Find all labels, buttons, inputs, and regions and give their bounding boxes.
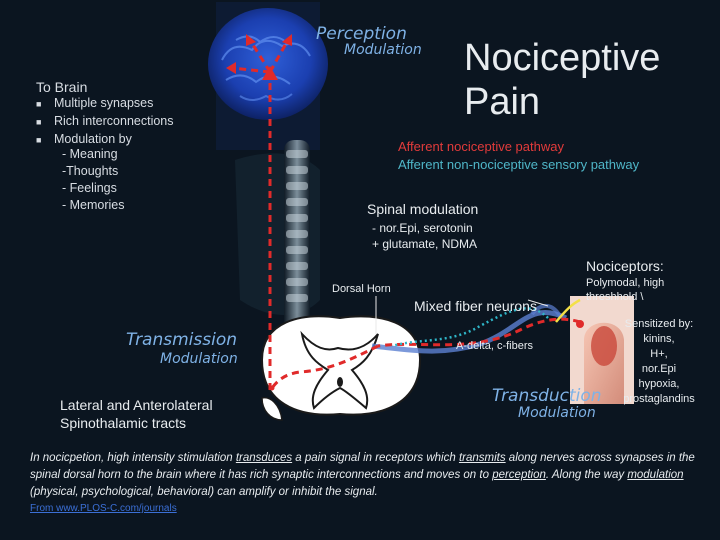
caption-term-transmits: transmits	[458, 452, 506, 464]
afferent-nerve	[371, 310, 568, 354]
caption-paragraph: In nocicpetion, high intensity stimulati…	[30, 452, 695, 498]
caption-term-perception: perception	[492, 469, 546, 481]
pointer-lines	[375, 296, 549, 334]
bullet-icon: ■	[36, 135, 42, 145]
to-brain-heading: To Brain	[36, 79, 88, 95]
finger-image	[570, 296, 634, 404]
brain-bullet-list: ■Multiple synapses ■Rich interconnection…	[36, 95, 174, 149]
sub-bullet: -Thoughts	[62, 164, 119, 178]
sub-bullet: - Feelings	[62, 181, 117, 195]
page-title: Nociceptive Pain	[464, 36, 660, 124]
perception-label: Perception	[316, 24, 407, 44]
title-line-1: Nociceptive	[464, 37, 661, 79]
spinal-cord-cross-section	[260, 315, 422, 421]
spinal-modulation-excitors: + glutamate, NDMA	[372, 237, 478, 251]
modulation-top-label: Modulation	[344, 42, 422, 58]
bullet-icon: ■	[36, 117, 42, 127]
spinal-modulation-heading: Spinal modulation	[367, 201, 479, 217]
transduction-label: Transduction	[492, 386, 602, 406]
nociceptors-heading: Nociceptors:	[586, 258, 664, 274]
afferent-non-nociceptive-label: Afferent non-nociceptive sensory pathway	[398, 157, 640, 172]
caption-term-modulation: modulation	[627, 469, 684, 481]
dorsal-horn-label: Dorsal Horn	[332, 283, 391, 295]
bullet-item: ■Modulation by	[36, 131, 174, 149]
bullet-item: ■Rich interconnections	[36, 113, 174, 131]
spinothalamic-tracts-label: Lateral and Anterolateral Spinothalamic …	[60, 397, 213, 431]
adelta-cfibers-label: A-delta, c-fibers	[456, 340, 534, 352]
sensitizers-list: Sensitized by: kinins, H+, nor.Epi hypox…	[623, 318, 695, 405]
mixed-fiber-label: Mixed fiber neurons	[414, 298, 537, 314]
sub-bullet: - Memories	[62, 198, 125, 212]
modulation-bottom-label: Modulation	[518, 405, 596, 421]
polymodal-note: Polymodal, high threshhold \	[586, 277, 665, 303]
afferent-nociceptive-label: Afferent nociceptive pathway	[398, 139, 564, 154]
bullet-icon: ■	[36, 99, 42, 109]
nociceptive-pathway	[231, 39, 581, 390]
bullet-item: ■Multiple synapses	[36, 95, 174, 113]
caption-term-transduces: transduces	[235, 452, 293, 464]
sub-bullet: - Meaning	[62, 147, 118, 161]
modulation-sub-list: - Meaning -Thoughts - Feelings - Memorie…	[62, 146, 125, 214]
citation-link[interactable]: From www.PLOS-C.com/journals	[30, 503, 177, 514]
title-line-2: Pain	[464, 81, 541, 123]
spinal-modulation-inhibitors: - nor.Epi, serotonin	[372, 221, 473, 235]
brain-panel	[208, 2, 328, 150]
transmission-label: Transmission	[126, 330, 237, 350]
yellow-fiber	[555, 298, 581, 323]
pathway-arrowheads	[226, 34, 292, 80]
modulation-mid-label: Modulation	[160, 351, 238, 367]
